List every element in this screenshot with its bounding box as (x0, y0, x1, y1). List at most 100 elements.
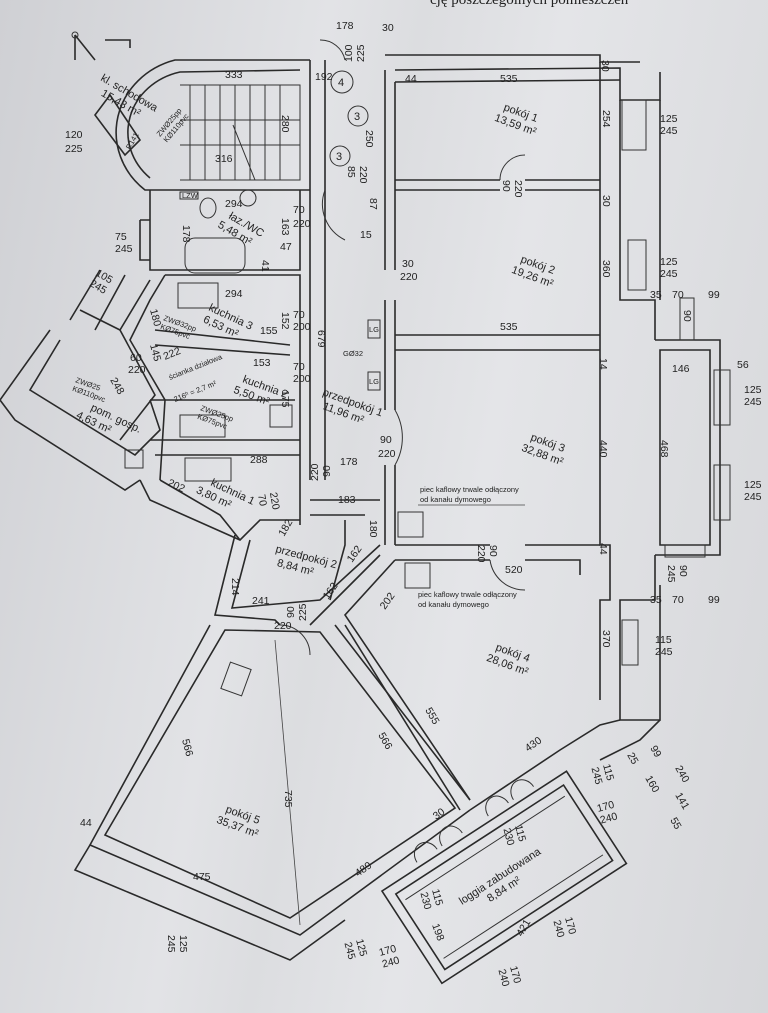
dimension-label: 153 (253, 357, 271, 369)
dimension-label: 360 (600, 260, 612, 278)
dimension-label: 41 (259, 260, 271, 272)
lg-label: LG (369, 377, 379, 386)
dimension-label: 90 (681, 310, 693, 322)
dimension-label: 70 (293, 204, 305, 216)
dimension-label: 100 (343, 44, 355, 62)
dimension-label: 180 (367, 520, 379, 538)
dimension-label: 220 (274, 620, 292, 632)
dimension-label: 288 (250, 454, 268, 466)
dimension-label: 85 (345, 166, 357, 178)
lzw-label: LZW (182, 191, 199, 200)
dimension-label: 183 (338, 494, 356, 506)
dimension-label: 566 (375, 731, 394, 752)
loggia-walls (380, 770, 628, 985)
dimension-label: 170 (507, 965, 523, 985)
door-tag: 4 (338, 77, 344, 89)
dimension-label: 245 (342, 941, 358, 961)
dimension-label: 468 (658, 440, 670, 458)
dimension-label: 70 (293, 361, 305, 373)
dimension-label: 440 (597, 440, 609, 458)
dimension-label: 115 (600, 763, 616, 782)
dimension-label: 60 (130, 352, 142, 364)
dimension-label: 294 (225, 198, 243, 210)
dimension-label: 75 (115, 231, 127, 243)
dimension-label: 115 (429, 888, 445, 907)
dimension-label: 180 (147, 308, 163, 328)
dimension-label: 489 (353, 859, 374, 879)
dimension-label: 44 (405, 73, 417, 85)
hall2-walls (213, 499, 381, 626)
dimension-label: 245 (655, 646, 673, 658)
stove-2 (404, 562, 431, 589)
dimension-label: 566 (179, 738, 195, 758)
dimension-label: 14 (597, 358, 609, 370)
dimension-label: 475 (193, 871, 211, 883)
dimension-label: 141 (672, 791, 691, 812)
dimension-label: 160 (642, 774, 661, 795)
dimension-label: 170 (596, 799, 616, 815)
dimension-label: 146 (672, 363, 690, 375)
dimension-label: 679 (315, 330, 327, 348)
dimension-label: 214 (229, 578, 241, 596)
dimension-label: 152 (279, 312, 291, 330)
dimension-label: 30 (431, 806, 448, 823)
dimension-label: 200 (293, 321, 311, 333)
dimension-label: 294 (225, 288, 243, 300)
dimension-label: 202 (166, 477, 187, 495)
dimension-label: 370 (600, 630, 612, 648)
dimension-label: 245 (744, 396, 762, 408)
dimension-label: 250 (363, 130, 375, 148)
walls-right-wing (309, 54, 721, 811)
dimension-label: 555 (422, 706, 441, 727)
dimension-label: 245 (660, 125, 678, 137)
stairwell (71, 31, 310, 191)
dimension-label: 240 (381, 954, 401, 970)
dimension-label: 222 (162, 345, 183, 363)
dimension-label: 115 (512, 824, 528, 843)
dimension-label: 55 (667, 816, 683, 832)
dimension-label: 30 (402, 258, 414, 270)
dimension-label: 230 (418, 891, 434, 911)
dimension-label: 520 (505, 564, 523, 576)
dimension-label: 163 (279, 218, 291, 236)
room5-walls (73, 624, 471, 961)
dimension-label: 245 (589, 766, 605, 786)
dimension-label: 87 (367, 198, 379, 210)
dimension-label: 170 (378, 943, 398, 959)
dimension-label: 333 (225, 69, 243, 81)
dimension-label: 200 (293, 373, 311, 385)
dimension-label: 44 (597, 543, 609, 555)
dimension-label: 254 (600, 110, 612, 128)
dimension-label: 99 (647, 744, 663, 760)
dimension-label: 115 (655, 634, 672, 646)
stove-1 (397, 511, 424, 538)
dimension-label: 220 (293, 218, 311, 230)
dimension-label: 125 (177, 935, 189, 953)
dimension-label: 220 (475, 545, 487, 563)
dimension-label: 125 (744, 479, 762, 491)
dimension-label: 90 (500, 180, 512, 192)
dimension-label: 120 (65, 129, 83, 141)
dimension-label: 145 (147, 343, 163, 363)
dimension-label: 240 (496, 968, 512, 988)
stove-note: piec kaflowy trwale odłączony (420, 485, 519, 494)
dimension-label: 245 (165, 935, 177, 953)
dimension-label: 44 (80, 817, 92, 829)
dimension-label: 220 (309, 463, 321, 481)
door-tag: 3 (336, 151, 342, 163)
dimension-label: 25 (624, 751, 640, 767)
dimension-label: 70 (293, 309, 305, 321)
stove-note: od kanału dymowego (418, 600, 489, 609)
dimension-label: 99 (708, 594, 720, 606)
dimension-label: 248 (107, 376, 126, 397)
dimension-label: 192 (315, 71, 333, 83)
windows-right (621, 99, 731, 666)
dimension-label: 47 (280, 241, 292, 253)
dimension-label: 202 (378, 590, 398, 611)
dimension-label: 125 (353, 938, 369, 958)
dimension-label: 535 (500, 321, 518, 333)
dimension-label: 178 (340, 456, 358, 468)
dimension-label: 178 (180, 225, 192, 243)
